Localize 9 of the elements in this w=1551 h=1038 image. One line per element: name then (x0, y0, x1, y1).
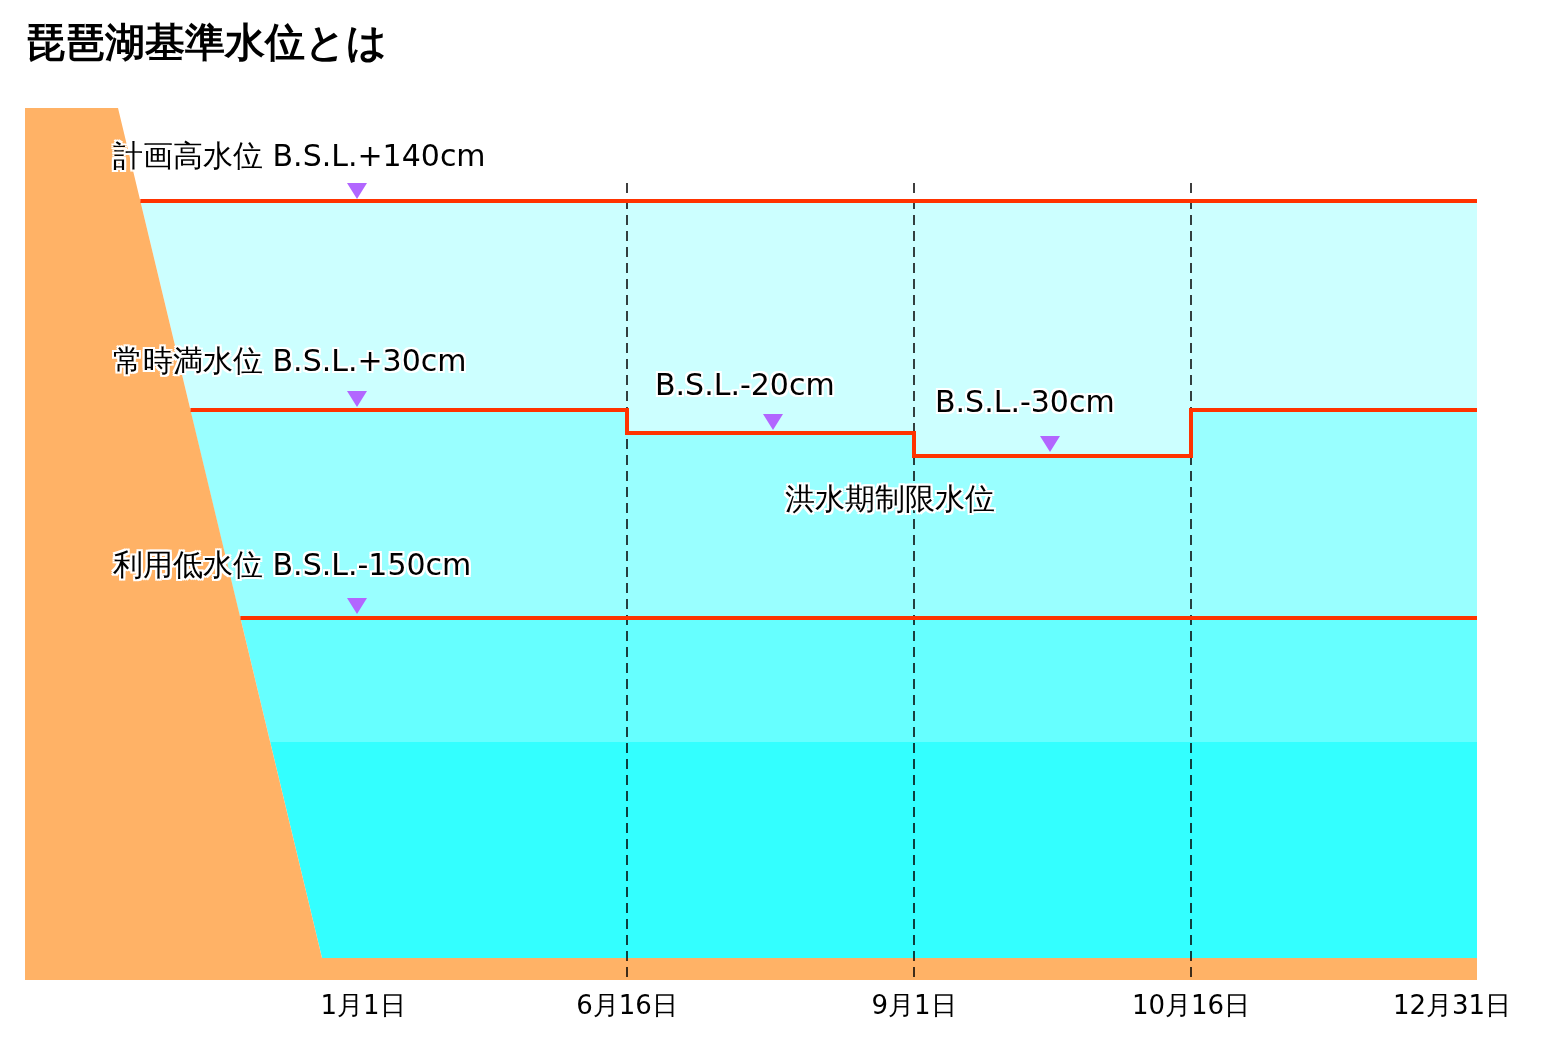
level-label: B.S.L.-30cm (935, 384, 1115, 420)
date-label: 12月31日 (1392, 990, 1512, 1020)
title: 琵琶湖基準水位とは (25, 18, 387, 66)
level-label: 洪水期制限水位 (785, 481, 995, 517)
date-label: 9月1日 (871, 990, 957, 1020)
date-label: 1月1日 (320, 990, 406, 1020)
date-label: 10月16日 (1131, 990, 1251, 1020)
date-label: 6月16日 (576, 990, 678, 1020)
level-label: B.S.L.-20cm (655, 367, 835, 403)
